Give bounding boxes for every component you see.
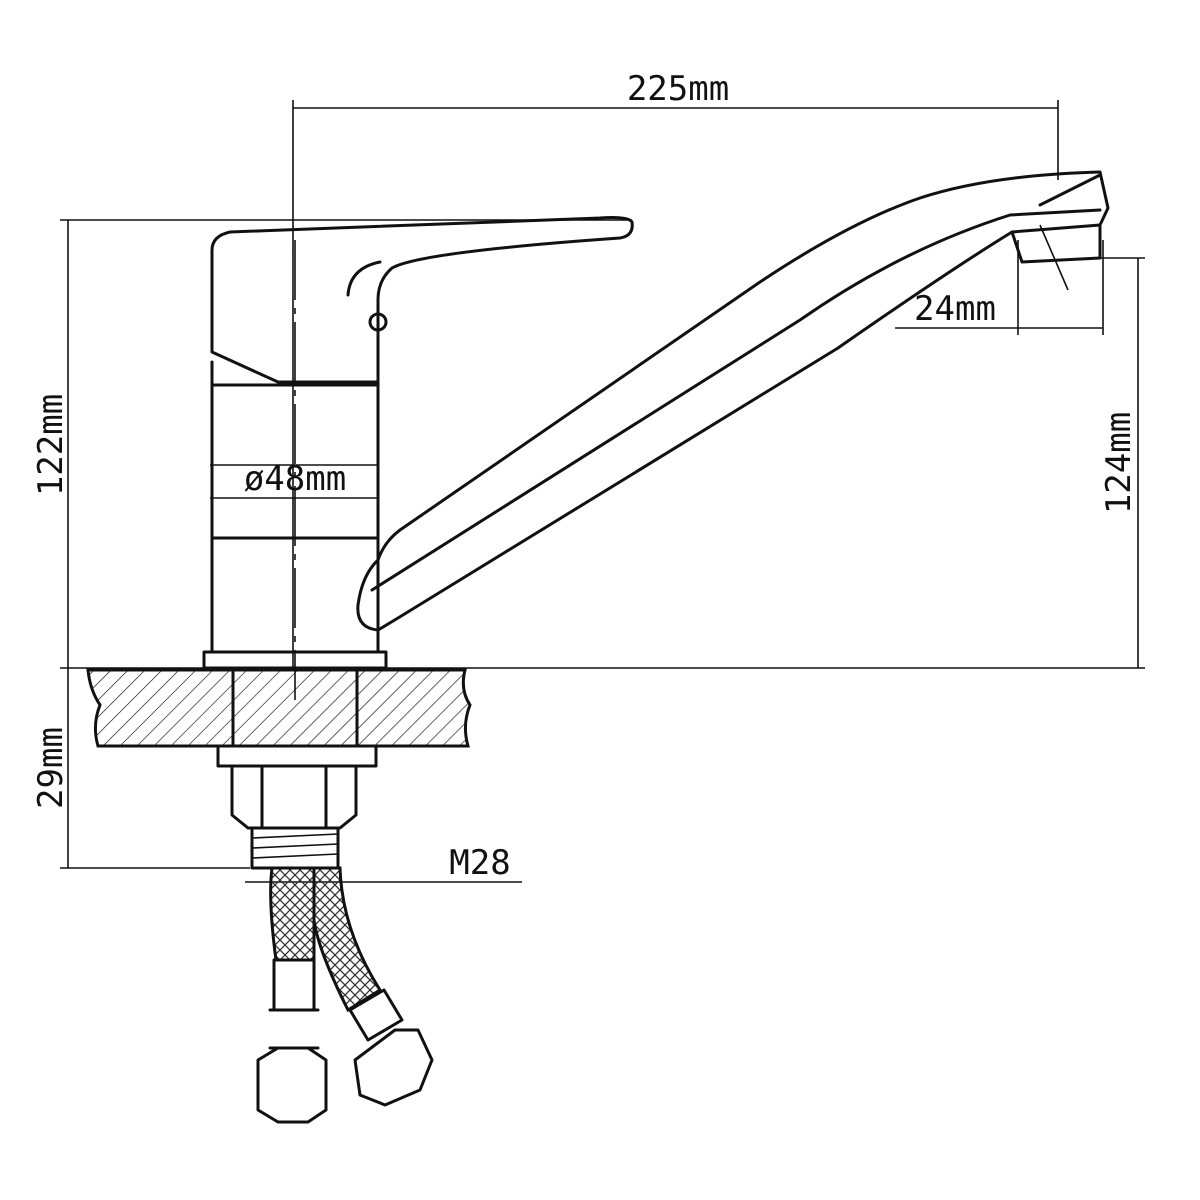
label-mount-depth: 29mm (31, 727, 71, 809)
faucet-spout (356, 170, 1110, 632)
mounting-nut (216, 744, 378, 870)
countertop (86, 668, 472, 748)
faucet-handle (210, 216, 634, 384)
supply-hoses (256, 866, 434, 1124)
label-thread: M28 (449, 843, 510, 883)
label-aerator: 24mm (914, 289, 996, 329)
label-spout-reach: 225mm (627, 69, 729, 109)
label-body-diameter: ø48mm (244, 459, 346, 499)
label-total-height: 122mm (31, 394, 71, 496)
label-spout-height: 124mm (1099, 412, 1139, 514)
